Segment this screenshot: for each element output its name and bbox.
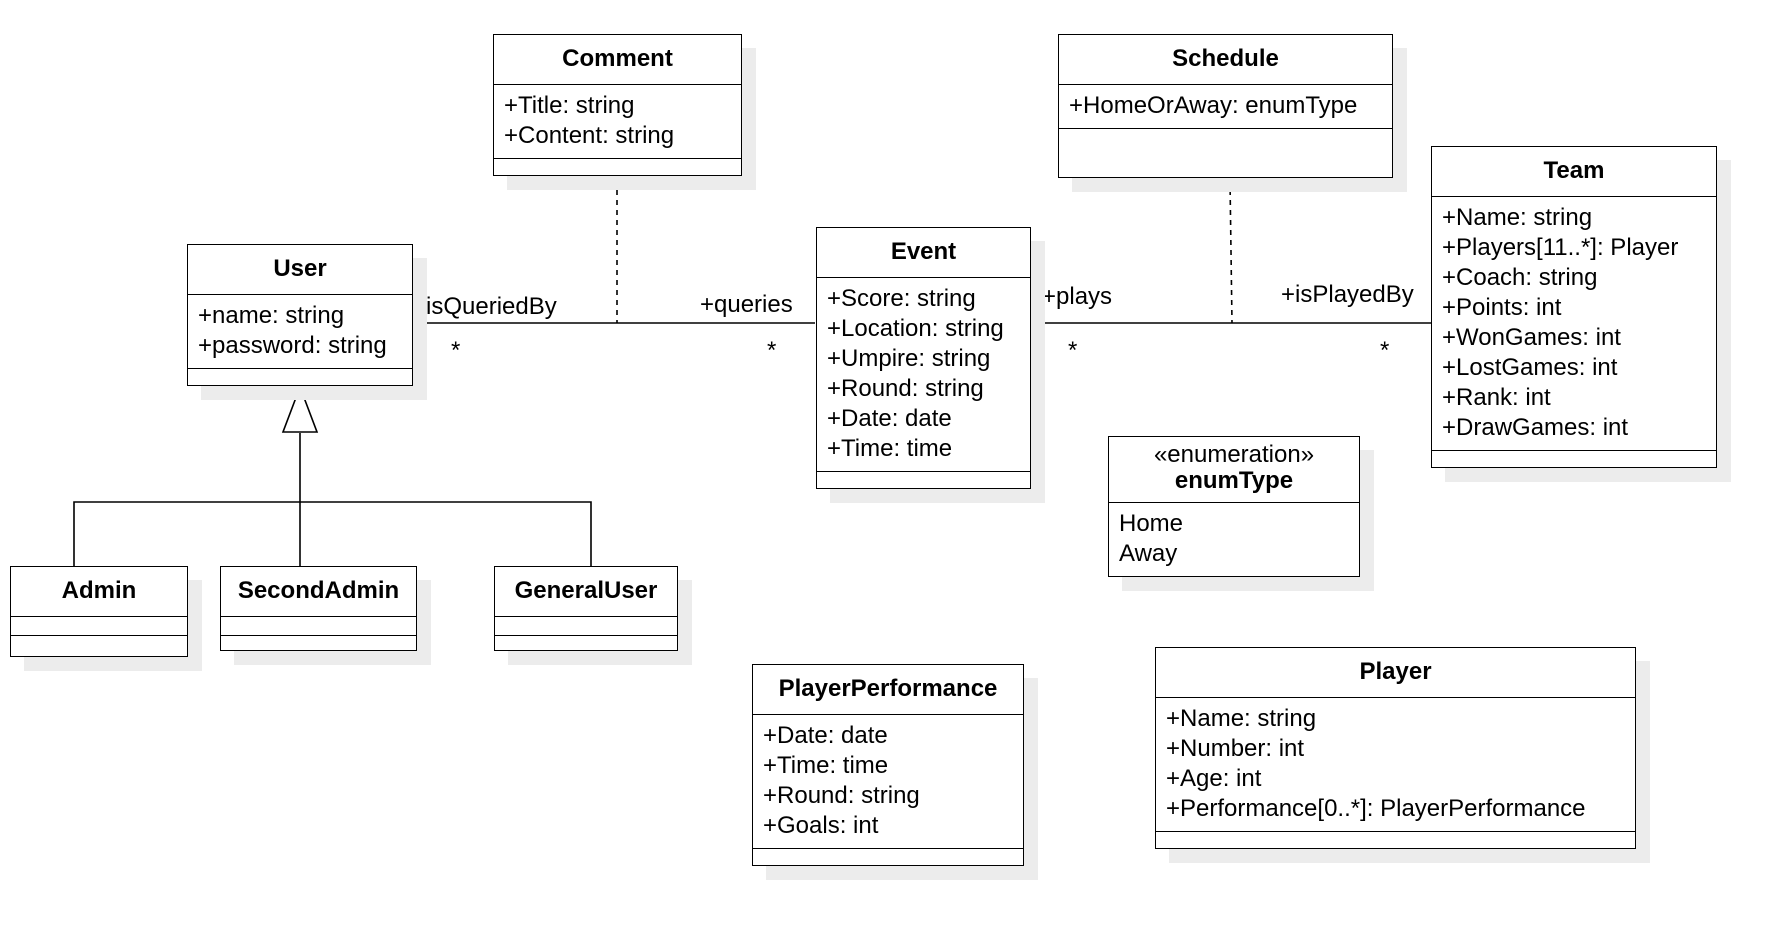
attribute-compartment: +Name: string +Number: int +Age: int +Pe…: [1156, 698, 1635, 832]
attribute-compartment: +Name: string +Players[11..*]: Player +C…: [1432, 197, 1716, 451]
attribute-compartment: +name: string +password: string: [188, 295, 412, 369]
attribute: +HomeOrAway: enumType: [1069, 92, 1358, 119]
operation-compartment: [221, 636, 416, 650]
attribute: +Coach: string: [1442, 264, 1598, 291]
class-schedule[interactable]: Schedule +HomeOrAway: enumType: [1058, 34, 1393, 178]
attribute-compartment: [11, 617, 187, 636]
class-name: PlayerPerformance: [753, 665, 1023, 715]
attribute: +Location: string: [827, 315, 1004, 342]
attribute-compartment: +Score: string +Location: string +Umpire…: [817, 278, 1030, 472]
operation-compartment: [494, 159, 741, 175]
class-name: Event: [817, 228, 1030, 278]
class-name: SecondAdmin: [221, 567, 416, 617]
enum-literal: Home: [1119, 510, 1184, 537]
multiplicity-team-end: *: [1380, 337, 1390, 364]
role-label-queries: +queries: [700, 291, 793, 318]
enumeration-name: enumType: [1174, 467, 1294, 494]
generalization-user: [73, 384, 592, 567]
class-name: Schedule: [1059, 35, 1392, 85]
operation-compartment: [1059, 129, 1392, 177]
attribute: +name: string: [198, 302, 345, 329]
multiplicity-event-end-right: *: [1068, 337, 1078, 364]
role-label-isqueriedby: +isQueriedBy: [412, 293, 557, 320]
operation-compartment: [495, 636, 677, 650]
enumeration-header: «enumeration» enumType: [1109, 437, 1359, 503]
attribute: +WonGames: int: [1442, 324, 1621, 351]
class-playerperformance[interactable]: PlayerPerformance +Date: date +Time: tim…: [752, 664, 1024, 866]
operation-compartment: [753, 849, 1023, 865]
attribute-compartment: +Title: string +Content: string: [494, 85, 741, 159]
attribute: +Date: date: [763, 722, 888, 749]
attribute-compartment: [495, 617, 677, 636]
operation-compartment: [1432, 451, 1716, 467]
attribute: +Content: string: [504, 122, 675, 149]
class-name: GeneralUser: [495, 567, 677, 617]
association-class-link-schedule: [1229, 179, 1233, 324]
attribute: +Umpire: string: [827, 345, 991, 372]
attribute: +Score: string: [827, 285, 976, 312]
class-name: Player: [1156, 648, 1635, 698]
enumeration-enumtype[interactable]: «enumeration» enumType Home Away: [1108, 436, 1360, 577]
class-name: Admin: [11, 567, 187, 617]
inheritance-arrowhead: [281, 384, 319, 433]
attribute: +Name: string: [1442, 204, 1593, 231]
stereotype-label: «enumeration»: [1153, 441, 1315, 468]
attribute: +Name: string: [1166, 705, 1317, 732]
attribute-compartment: [221, 617, 416, 636]
attribute-compartment: +HomeOrAway: enumType: [1059, 85, 1392, 129]
attribute: +Age: int: [1166, 765, 1262, 792]
class-comment[interactable]: Comment +Title: string +Content: string: [493, 34, 742, 176]
operation-compartment: [1156, 832, 1635, 848]
class-event[interactable]: Event +Score: string +Location: string +…: [816, 227, 1031, 489]
class-generaluser[interactable]: GeneralUser: [494, 566, 678, 651]
operation-compartment: [188, 369, 412, 385]
operation-compartment: [11, 636, 187, 656]
role-label-plays: +plays: [1042, 283, 1113, 310]
attribute: +Time: time: [827, 435, 953, 462]
class-player[interactable]: Player +Name: string +Number: int +Age: …: [1155, 647, 1636, 849]
multiplicity-user-end: *: [451, 337, 461, 364]
attribute: +Date: date: [827, 405, 952, 432]
attribute: +Players[11..*]: Player: [1442, 234, 1679, 261]
enum-literal: Away: [1119, 540, 1178, 567]
class-name: User: [188, 245, 412, 295]
attribute: +Rank: int: [1442, 384, 1551, 411]
class-secondadmin[interactable]: SecondAdmin: [220, 566, 417, 651]
multiplicity-event-end-left: *: [767, 337, 777, 364]
class-team[interactable]: Team +Name: string +Players[11..*]: Play…: [1431, 146, 1717, 468]
class-name: Comment: [494, 35, 741, 85]
class-user[interactable]: User +name: string +password: string: [187, 244, 413, 386]
attribute: +Performance[0..*]: PlayerPerformance: [1166, 795, 1586, 822]
attribute-compartment: +Date: date +Time: time +Round: string +…: [753, 715, 1023, 849]
attribute: +Round: string: [827, 375, 984, 402]
attribute: +Title: string: [504, 92, 635, 119]
operation-compartment: [817, 472, 1030, 488]
attribute: +LostGames: int: [1442, 354, 1618, 381]
role-label-isplayedby: +isPlayedBy: [1281, 281, 1414, 308]
attribute: +Points: int: [1442, 294, 1562, 321]
attribute: +Time: time: [763, 752, 889, 779]
attribute: +DrawGames: int: [1442, 414, 1629, 441]
attribute: +Number: int: [1166, 735, 1305, 762]
literal-compartment: Home Away: [1109, 503, 1359, 576]
attribute: +Goals: int: [763, 812, 879, 839]
attribute: +password: string: [198, 332, 387, 359]
attribute: +Round: string: [763, 782, 920, 809]
class-name: Team: [1432, 147, 1716, 197]
class-admin[interactable]: Admin: [10, 566, 188, 657]
